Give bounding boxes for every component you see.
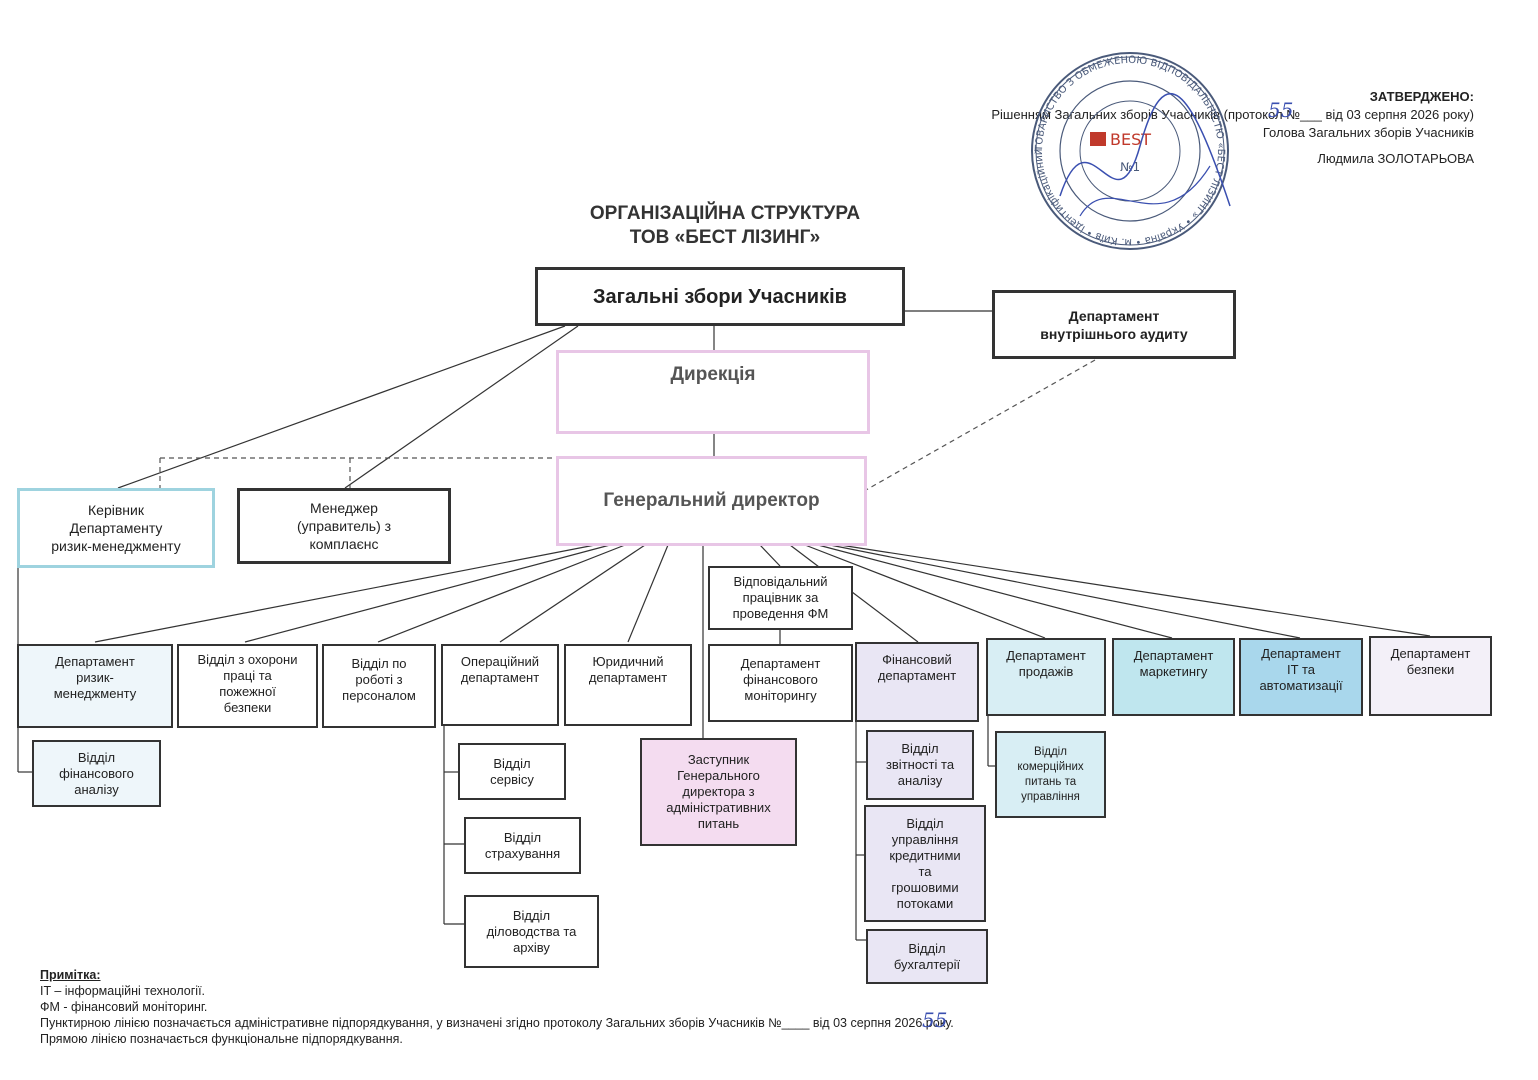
seal-center-text: BEST <box>1110 130 1151 149</box>
approval-line-2: Голова Загальних зборів Учасників <box>1262 125 1474 140</box>
box-dept-finance: Фінансовий департамент <box>855 642 979 722</box>
notes-line-2: ФМ - фінансовий моніторинг. <box>40 1000 208 1014</box>
signature-icon <box>1059 93 1231 207</box>
notes-line-4: Прямою лінією позначається функціональне… <box>40 1032 403 1046</box>
handwritten-protocol-number: 55 <box>1268 98 1294 122</box>
box-deputy-admin: Заступник Генерального директора з адмін… <box>640 738 797 846</box>
notes-block: Примітка: IT – інформаційні технології. … <box>40 967 954 1047</box>
approval-block: ЗАТВЕРДЖЕНО: Рішенням Загальних зборів У… <box>991 88 1474 168</box>
approval-heading: ЗАТВЕРДЖЕНО: <box>1369 89 1474 104</box>
box-sub-service: Відділ сервісу <box>458 743 566 800</box>
box-fm-officer: Відповідальний працівник за проведення Ф… <box>708 566 853 630</box>
box-sub-fin-analysis: Відділ фінансового аналізу <box>32 740 161 807</box>
box-dept-sales: Департамент продажів <box>986 638 1106 716</box>
box-sub-records: Відділ діловодства та архіву <box>464 895 599 968</box>
box-dept-it: Департамент IT та автоматизації <box>1239 638 1363 716</box>
box-dept-security: Департамент безпеки <box>1369 636 1492 716</box>
box-dept-personnel: Відділ по роботі з персоналом <box>322 644 436 728</box>
company-seal: ТОВАРИСТВО З ОБМЕЖЕНОЮ ВІДПОВІДАЛЬНІСТЮ … <box>1020 46 1231 250</box>
title-line-1: ОРГАНІЗАЦІЙНА СТРУКТУРА <box>589 203 861 224</box>
approval-line-1: Рішенням Загальних зборів Учасників (про… <box>991 107 1474 122</box>
box-general-director: Генеральний директор <box>556 456 867 546</box>
box-dept-marketing: Департамент маркетингу <box>1112 638 1235 716</box>
box-risk-head: Керівник Департаменту ризик-менеджменту <box>17 488 215 568</box>
notes-line-1: IT – інформаційні технології. <box>40 984 206 998</box>
box-general-meeting: Загальні збори Учасників <box>535 267 905 326</box>
approval-signatory: Людмила ЗОЛОТАРЬОВА <box>1317 151 1474 166</box>
notes-line-3: Пунктирною лінією позначається адміністр… <box>40 1016 954 1030</box>
box-sub-reporting: Відділ звітності та аналізу <box>866 730 974 800</box>
handwritten-notes-number: 55 <box>922 1008 948 1032</box>
box-dept-fm: Департамент фінансового моніторингу <box>708 644 853 722</box>
seal-number: №1 <box>1120 160 1140 174</box>
box-sub-credit: Відділ управління кредитними та грошовим… <box>864 805 986 922</box>
box-compliance-manager: Менеджер (управитель) з комплаєнс <box>237 488 451 564</box>
seal-logo-icon <box>1090 132 1106 146</box>
box-sub-commercial: Відділ комерційних питань та управління <box>995 731 1106 818</box>
title-line-2: ТОВ «БЕСТ ЛІЗИНГ» <box>629 227 821 248</box>
box-sub-insurance: Відділ страхування <box>464 817 581 874</box>
box-sub-accounting: Відділ бухгалтерії <box>866 929 988 984</box>
box-dept-safety: Відділ з охорони праці та пожежної безпе… <box>177 644 318 728</box>
page-title: ОРГАНІЗАЦІЙНА СТРУКТУРА ТОВ «БЕСТ ЛІЗИНГ… <box>540 202 910 250</box>
box-dept-legal: Юридичний департамент <box>564 644 692 726</box>
box-dept-risk: Департамент ризик- менеджменту <box>17 644 173 728</box>
box-dept-operations: Операційний департамент <box>441 644 559 726</box>
notes-heading: Примітка: <box>40 968 101 982</box>
box-directorate: Дирекція <box>556 350 870 434</box>
box-internal-audit: Департамент внутрішнього аудиту <box>992 290 1236 359</box>
